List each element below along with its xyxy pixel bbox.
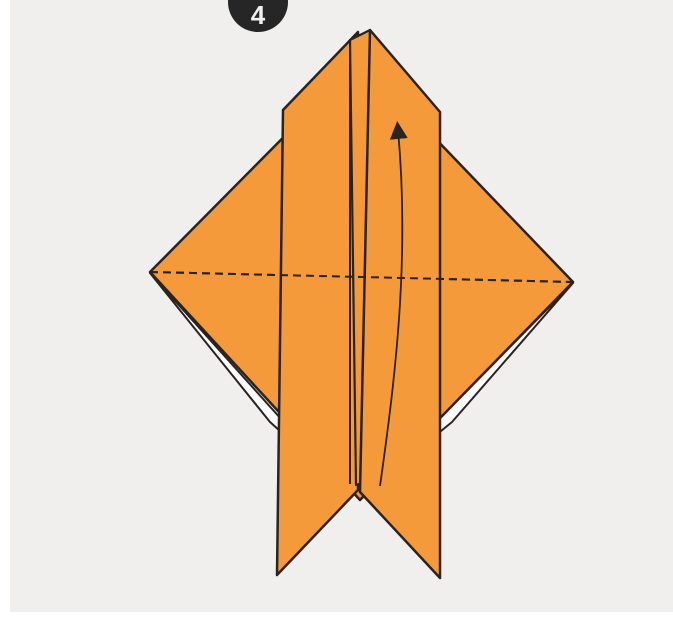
- left-flap: [277, 32, 358, 575]
